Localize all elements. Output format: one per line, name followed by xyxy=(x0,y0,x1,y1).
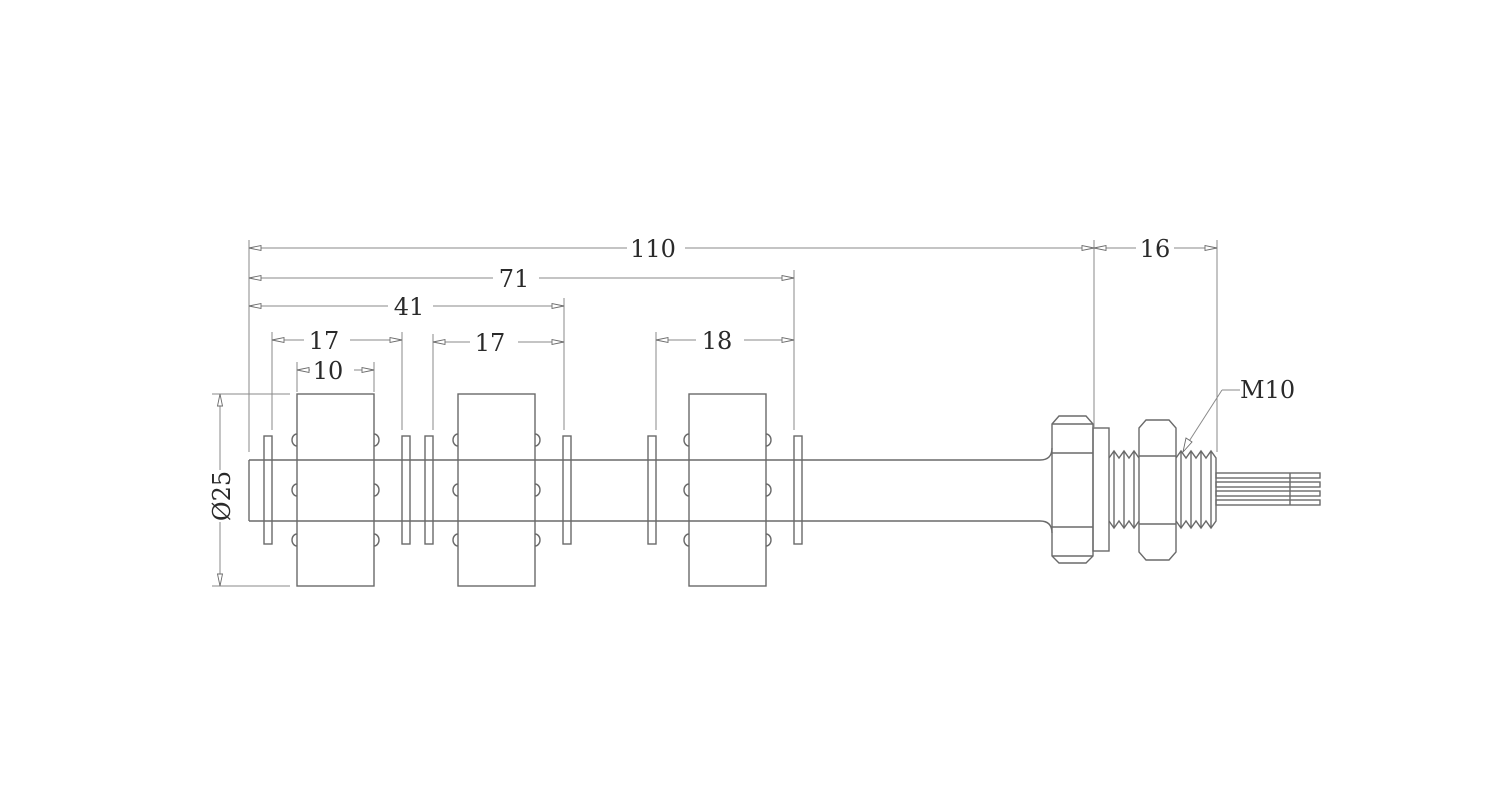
lock-nut xyxy=(1138,419,1177,561)
dim-float3-spacing: 18 xyxy=(655,327,795,355)
dim-label-diameter: Ø25 xyxy=(208,471,236,521)
hex-head xyxy=(1051,415,1094,564)
threaded-shank xyxy=(1108,449,1217,530)
dim-label-16: 16 xyxy=(1140,235,1171,263)
stem-tube xyxy=(248,447,1053,534)
dim-float-diameter: Ø25 xyxy=(208,393,236,587)
lead-wires xyxy=(1215,472,1321,506)
dim-float2-position: 41 xyxy=(248,293,565,321)
thread-label: M10 xyxy=(1240,376,1295,404)
clip-5 xyxy=(647,435,657,545)
washer xyxy=(1092,427,1110,552)
dim-label-41: 41 xyxy=(394,293,425,321)
dim-label-17-left: 17 xyxy=(309,327,340,355)
float-1 xyxy=(291,393,380,587)
float-2 xyxy=(452,393,541,587)
dim-float1-spacing: 17 xyxy=(271,327,403,355)
dim-label-18: 18 xyxy=(702,327,733,355)
dim-thread-length: 16 xyxy=(1093,235,1218,263)
dim-overall-length: 110 xyxy=(248,235,1095,263)
extension-lines xyxy=(212,240,1218,587)
dim-label-10: 10 xyxy=(313,357,344,385)
dim-float3-position: 71 xyxy=(248,265,795,293)
dim-label-71: 71 xyxy=(499,265,530,293)
clip-6 xyxy=(793,435,803,545)
dim-float2-spacing: 17 xyxy=(432,329,565,357)
thread-callout: M10 xyxy=(1182,376,1295,454)
clip-1 xyxy=(263,435,273,545)
clip-2 xyxy=(401,435,411,545)
float-3 xyxy=(683,393,772,587)
dim-label-17-middle: 17 xyxy=(475,329,506,357)
dim-float1-width: 10 xyxy=(296,357,375,385)
clip-3 xyxy=(424,435,434,545)
clip-4 xyxy=(562,435,572,545)
retaining-clips xyxy=(263,435,803,545)
dim-label-110: 110 xyxy=(630,235,676,263)
